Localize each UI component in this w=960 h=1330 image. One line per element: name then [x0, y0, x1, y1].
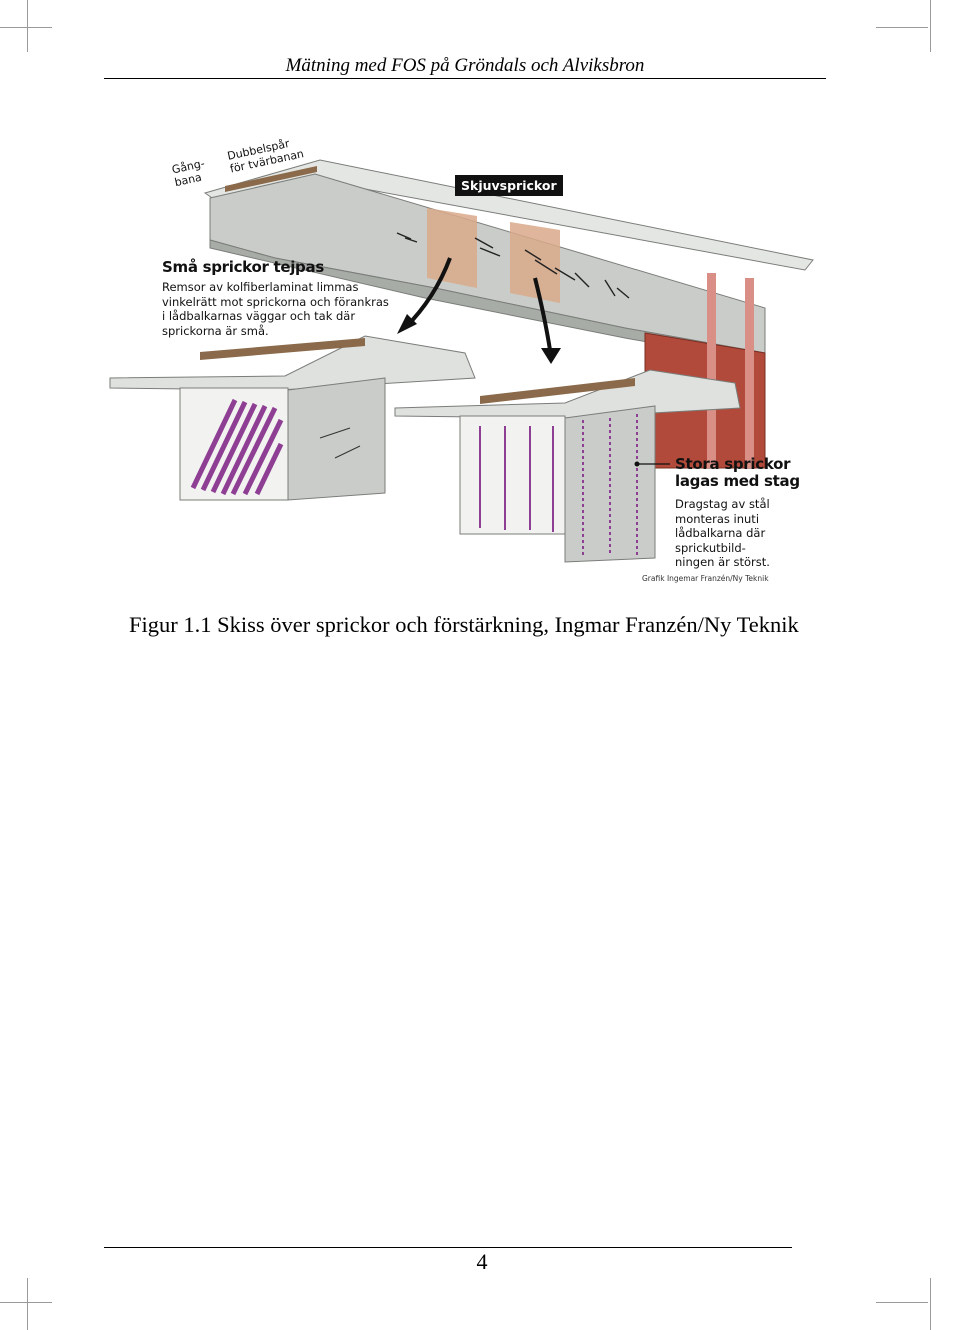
- label-sma-sprickor-heading: Små sprickor tejpas: [162, 258, 324, 276]
- label-stora-sprickor-heading: Stora sprickor lagas med stag: [675, 455, 800, 490]
- shear-crack-zone: [510, 222, 560, 303]
- crop-mark: [876, 1302, 928, 1303]
- page-number: 4: [476, 1249, 488, 1274]
- pier-column: [707, 273, 716, 468]
- arrow-icon: [541, 348, 561, 364]
- left-box-side: [287, 377, 386, 501]
- footer-rule: [104, 1247, 792, 1248]
- figure-credit: Grafik Ingemar Franzén/Ny Teknik: [642, 574, 769, 583]
- arrow-icon: [397, 314, 417, 334]
- crop-mark: [27, 1278, 28, 1330]
- bridge-illustration: [109, 159, 814, 563]
- crop-mark: [0, 1302, 52, 1303]
- header-rule: [104, 78, 826, 79]
- leader-dot: [634, 461, 640, 467]
- crop-mark: [930, 1278, 931, 1330]
- shear-crack-zone: [427, 208, 477, 288]
- arrow-icon: [533, 277, 552, 351]
- label-stora-sprickor-body: Dragstag av stål monteras inuti lådbalka…: [675, 497, 770, 569]
- carbon-laminate-strips: [190, 398, 284, 496]
- railway-strip: [225, 166, 317, 192]
- crop-mark: [876, 27, 928, 28]
- crop-mark: [27, 0, 28, 52]
- steel-tie-rods: [582, 414, 638, 556]
- left-rail: [200, 338, 365, 360]
- pier-column: [745, 278, 754, 468]
- figure-caption: Figur 1.1 Skiss över sprickor och förstä…: [129, 612, 799, 637]
- label-sma-sprickor-body: Remsor av kolfiberlaminat limmas vinkelr…: [162, 280, 389, 338]
- steel-tie-rods: [479, 426, 554, 532]
- wall-cracks: [319, 427, 361, 459]
- bridge-crack-figure: Gång- bana Dubbelspår för tvärbanan Skju…: [105, 137, 821, 590]
- right-rail: [480, 378, 635, 404]
- right-box-front: [459, 415, 566, 535]
- crop-mark: [930, 0, 931, 52]
- shear-cracks: [396, 232, 630, 299]
- running-header: Mätning med FOS på Gröndals och Alviksbr…: [285, 55, 645, 76]
- left-deck: [109, 335, 476, 391]
- crop-mark: [0, 27, 52, 28]
- label-skjuvsprickor: Skjuvsprickor: [455, 175, 563, 196]
